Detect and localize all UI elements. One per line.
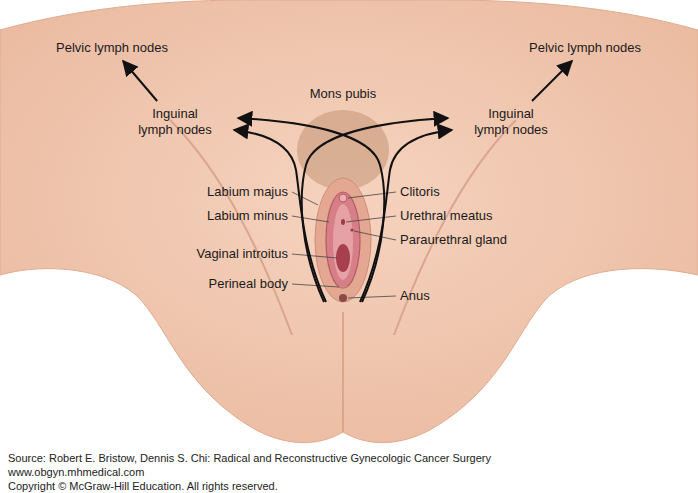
part-name: Vaginal introitus	[196, 246, 288, 262]
part-name: Anus	[400, 288, 430, 304]
anus	[339, 294, 347, 302]
source-credit: www.obgyn.mhmedical.com	[8, 465, 144, 479]
leader-line	[346, 216, 396, 222]
lymph-node-label: Inguinal lymph nodes	[132, 104, 218, 140]
drainage-connector	[123, 61, 157, 101]
body-outline	[0, 0, 698, 443]
node-text: Inguinal lymph nodes	[470, 106, 552, 138]
leader-line	[292, 216, 329, 222]
part-name: Labium minus	[207, 208, 288, 224]
leader-line	[292, 254, 337, 258]
lymph-node-label: Inguinal lymph nodes	[468, 104, 554, 140]
inguinal-fold	[394, 120, 516, 335]
inguinal-fold	[170, 120, 292, 335]
lymph-node-label: Pelvic lymph nodes	[527, 38, 643, 58]
leader-line	[354, 231, 396, 240]
part-name: Clitoris	[400, 184, 440, 200]
source-credit: Copyright © McGraw-Hill Education. All r…	[8, 479, 278, 493]
part-name: Paraurethral gland	[400, 232, 507, 248]
part-name: Mons pubis	[310, 86, 376, 102]
source-credit: Source: Robert E. Bristow, Dennis S. Chi…	[8, 451, 491, 465]
perineal-body	[338, 287, 348, 288]
leader-line	[348, 296, 396, 298]
vaginal-introitus	[336, 244, 350, 272]
paraurethral-gland	[350, 228, 353, 231]
part-name: Labium majus	[207, 184, 288, 200]
leader-line	[292, 284, 339, 287]
node-text: Pelvic lymph nodes	[529, 40, 641, 56]
labia-minora	[326, 192, 360, 288]
labia-majora	[315, 178, 371, 302]
gluteal-cleft	[342, 312, 344, 432]
vestibule	[333, 204, 353, 280]
lymph-node-label: Pelvic lymph nodes	[54, 38, 170, 58]
leader-line	[348, 192, 396, 198]
part-name: Perineal body	[209, 276, 289, 292]
urethral-meatus	[341, 219, 345, 225]
node-text: Pelvic lymph nodes	[56, 40, 168, 56]
drainage-connector	[532, 61, 572, 101]
clitoris	[339, 194, 347, 202]
part-name: Urethral meatus	[400, 208, 492, 224]
leader-line	[292, 192, 318, 205]
node-text: Inguinal lymph nodes	[134, 106, 216, 138]
